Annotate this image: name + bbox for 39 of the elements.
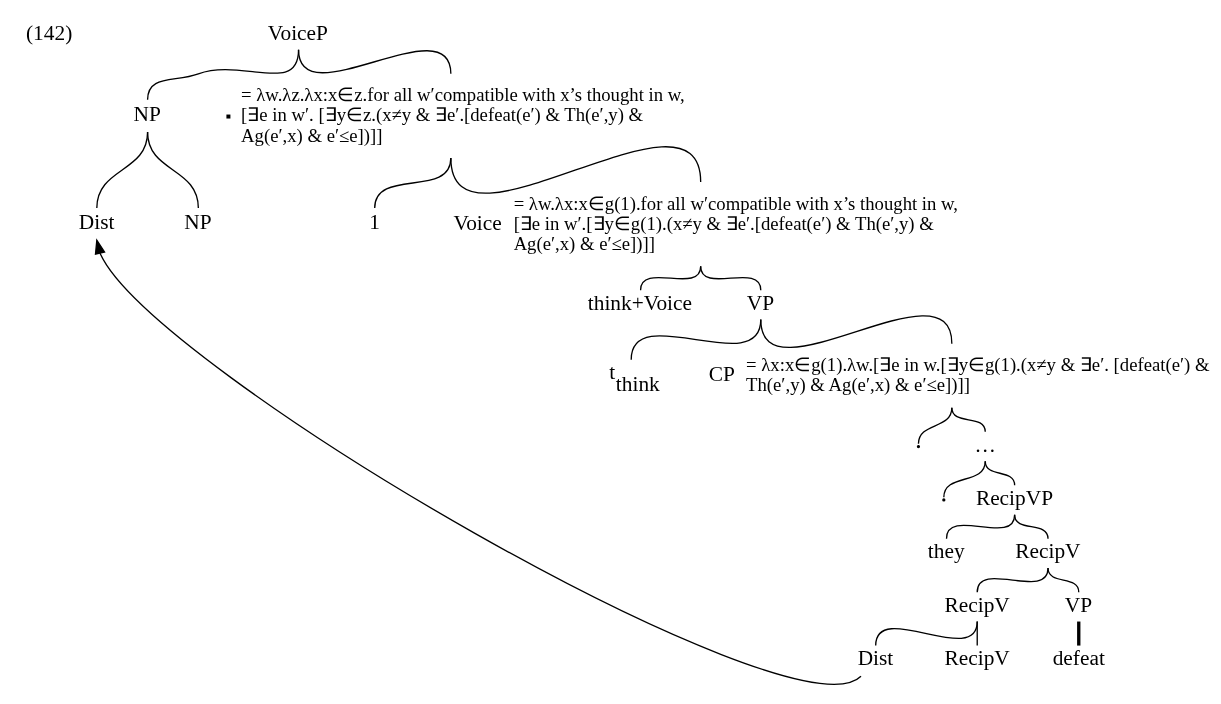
node-text: VP <box>746 290 775 315</box>
node-text: RecipV <box>1015 538 1081 563</box>
connector <box>976 620 978 646</box>
connector <box>450 145 702 194</box>
connector <box>875 620 978 646</box>
node-text: CP <box>708 361 735 386</box>
node-label: = λw.λx:x∈g(1).for all w′compatible with x’s thought in w, [∃e in w′.[∃y∈g(1).(x≠y & ∃e′.[defeat(e′) & Th(e′,y) & Ag(e′,x) & e′≤e])]] <box>513 192 959 254</box>
node-text: NP <box>133 101 161 126</box>
node-label: = λw.λz.λx:x∈z.for all w′compatible with x’s thought in w, [∃e in w′. [∃y∈z.(x≠y & ∃e′.[defeat(e′) & Th(e′,y) & Ag(e′,x) & e′≤e])]] <box>241 83 685 146</box>
node-text: VoiceP <box>267 20 328 45</box>
arrow <box>94 237 862 685</box>
connector <box>297 48 452 74</box>
node-text: Voice <box>453 210 502 235</box>
connector <box>1077 621 1081 646</box>
node-text: VP <box>1064 592 1093 617</box>
connector <box>1047 566 1080 593</box>
node-point <box>916 444 921 448</box>
node-text: RecipVP <box>975 485 1054 510</box>
node-text: RecipV <box>944 592 1010 617</box>
node-text: RecipV <box>944 645 1010 670</box>
connector <box>951 406 986 432</box>
connector <box>146 130 199 209</box>
connector <box>984 460 1016 486</box>
node-text: think+Voice <box>587 290 692 315</box>
connector <box>1013 513 1049 539</box>
node-text: defeat <box>1052 645 1105 670</box>
node-text: NP <box>184 209 212 234</box>
node-text: … <box>974 432 996 457</box>
label: (142) <box>26 20 73 45</box>
node-text: they <box>927 538 965 563</box>
node-text: Dist <box>78 209 115 234</box>
connector <box>943 460 986 498</box>
node-point <box>942 497 946 502</box>
connector <box>700 265 762 291</box>
node-text: Dist <box>857 645 894 670</box>
node-text: 1 <box>369 209 381 234</box>
connector <box>760 314 953 348</box>
node-label: = λx:x∈g(1).λw.[∃e in w.[∃y∈g(1).(x≠y & ∃e′. [defeat(e′) & Th(e′,y) & Ag(e′,x) & e′≤e])]] <box>746 353 1210 395</box>
node-point <box>226 114 231 119</box>
